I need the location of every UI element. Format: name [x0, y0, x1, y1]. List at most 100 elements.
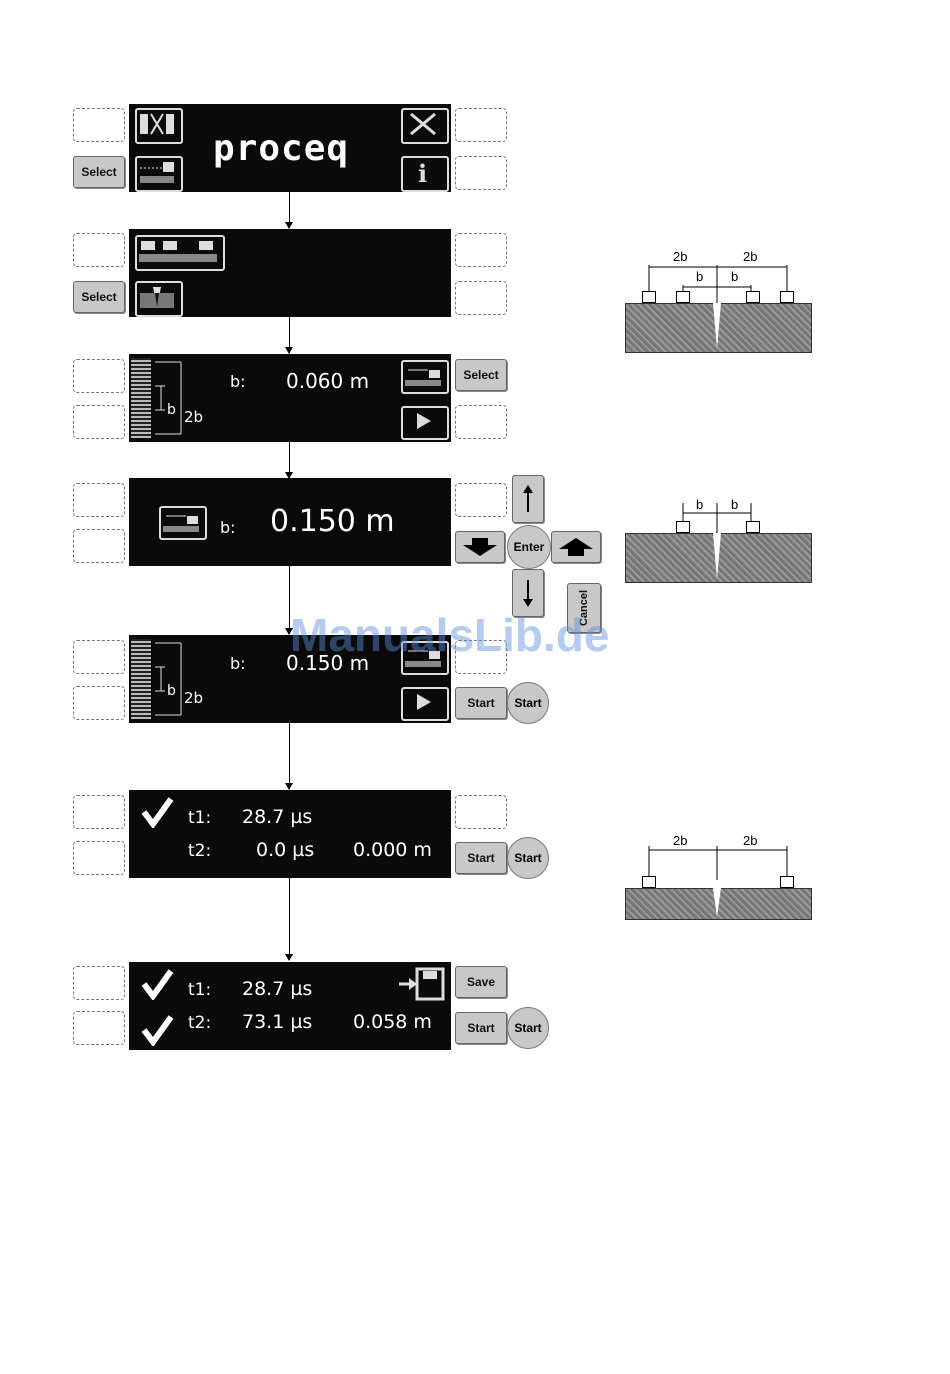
transducer — [676, 521, 690, 533]
softkey-placeholder[interactable] — [73, 1011, 125, 1045]
b-label: b: — [220, 518, 236, 537]
softkey-placeholder[interactable] — [73, 359, 125, 393]
dimension-2b-right: 2b — [743, 833, 757, 848]
distance-edit-icon — [401, 360, 449, 394]
settings-tools-icon — [401, 108, 449, 144]
screen-distance-setup: b 2b b: 0.060 m — [129, 354, 451, 442]
t1-value: 28.7 µs — [242, 978, 312, 1000]
softkey-placeholder[interactable] — [73, 966, 125, 1000]
enter-button[interactable]: Enter — [507, 525, 551, 569]
softkey-placeholder[interactable] — [73, 841, 125, 875]
depth-2b-label: 2b — [184, 689, 203, 707]
save-disk-icon — [397, 966, 445, 1002]
start-key[interactable]: Start — [507, 837, 549, 879]
arrow-down-icon — [285, 954, 293, 961]
depth-b-label: b — [167, 683, 176, 699]
crack-depth-value: 0.000 m — [353, 839, 432, 861]
dimension-lines — [625, 495, 810, 535]
start-button[interactable]: Start — [455, 1012, 507, 1044]
dimension-2b-left: 2b — [673, 249, 687, 264]
t2-label: t2: — [188, 841, 211, 861]
softkey-placeholder[interactable] — [73, 686, 125, 720]
b-value: 0.060 m — [286, 369, 369, 393]
softkey-placeholder[interactable] — [73, 795, 125, 829]
softkey-placeholder[interactable] — [73, 233, 125, 267]
play-icon — [401, 687, 449, 721]
screen-start: proceq i — [129, 104, 451, 192]
svg-text:i: i — [418, 159, 427, 186]
depth-b-label: b — [167, 402, 176, 418]
t2-value: 73.1 µs — [242, 1011, 312, 1033]
softkey-placeholder[interactable] — [73, 529, 125, 563]
transducer — [642, 876, 656, 888]
select-button[interactable]: Select — [73, 156, 125, 188]
save-button[interactable]: Save — [455, 966, 507, 998]
start-button[interactable]: Start — [455, 687, 507, 719]
arrow-down-icon — [520, 578, 536, 608]
transducer — [780, 876, 794, 888]
softkey-placeholder[interactable] — [455, 108, 507, 142]
concrete-edge-icon — [131, 358, 151, 438]
transducer-diagram-3: 2b 2b — [625, 830, 810, 920]
arrow-down-icon — [285, 222, 293, 229]
transducer-diagram-2: b b — [625, 495, 810, 583]
dimension-2b-left: 2b — [673, 833, 687, 848]
select-button[interactable]: Select — [73, 281, 125, 313]
page-down-button[interactable] — [455, 531, 505, 563]
watermark: ManualsLib.de — [290, 608, 609, 662]
start-button[interactable]: Start — [455, 842, 507, 874]
proceq-logo: proceq — [213, 128, 349, 169]
softkey-placeholder[interactable] — [455, 795, 507, 829]
measure-mode-icon — [135, 108, 183, 144]
arrow-down-icon — [462, 537, 498, 557]
checkmark-icon — [141, 968, 175, 1000]
softkey-placeholder[interactable] — [455, 483, 507, 517]
distance-marks-icon — [151, 639, 187, 719]
softkey-placeholder[interactable] — [73, 108, 125, 142]
transducer — [676, 291, 690, 303]
crack-icon — [711, 533, 723, 581]
screen-measurement-2: t1: 28.7 µs t2: 73.1 µs 0.058 m — [129, 962, 451, 1050]
dimension-2b-right: 2b — [743, 249, 757, 264]
crack-depth-value: 0.058 m — [353, 1011, 432, 1033]
b-label: b: — [230, 654, 246, 673]
depth-2b-label: 2b — [184, 408, 203, 426]
t1-label: t1: — [188, 808, 211, 828]
arrow-up-icon — [558, 537, 594, 557]
softkey-placeholder[interactable] — [455, 233, 507, 267]
dimension-b-right: b — [731, 497, 738, 512]
crack-depth-icon — [135, 281, 183, 317]
b-label: b: — [230, 372, 246, 391]
up-arrow-button[interactable] — [512, 475, 544, 523]
t1-label: t1: — [188, 980, 211, 1000]
softkey-placeholder[interactable] — [455, 405, 507, 439]
softkey-placeholder[interactable] — [455, 156, 507, 190]
crack-icon — [711, 303, 723, 351]
start-key[interactable]: Start — [507, 682, 549, 724]
softkey-placeholder[interactable] — [73, 640, 125, 674]
info-icon: i — [401, 156, 449, 192]
dimension-lines — [625, 830, 810, 880]
transducer — [746, 291, 760, 303]
concrete-edge-icon — [131, 639, 151, 719]
softkey-placeholder[interactable] — [73, 483, 125, 517]
connector-line — [289, 878, 290, 960]
arrow-down-icon — [285, 347, 293, 354]
transducer-diagram-1: 2b 2b b b — [625, 245, 810, 353]
transducer — [780, 291, 794, 303]
arrow-down-icon — [285, 783, 293, 790]
b-value: 0.150 m — [270, 504, 395, 539]
t2-label: t2: — [188, 1013, 211, 1033]
page-up-button[interactable] — [551, 531, 601, 563]
transducer — [746, 521, 760, 533]
select-button[interactable]: Select — [455, 359, 507, 391]
softkey-placeholder[interactable] — [73, 405, 125, 439]
start-key[interactable]: Start — [507, 1007, 549, 1049]
softkey-placeholder[interactable] — [455, 281, 507, 315]
crack-icon — [711, 888, 723, 918]
t2-value: 0.0 µs — [256, 839, 314, 861]
checkmark-icon — [141, 796, 175, 828]
checkmark-icon — [141, 1014, 175, 1046]
transducer-icon — [135, 156, 183, 192]
distance-marks-icon — [151, 358, 187, 438]
